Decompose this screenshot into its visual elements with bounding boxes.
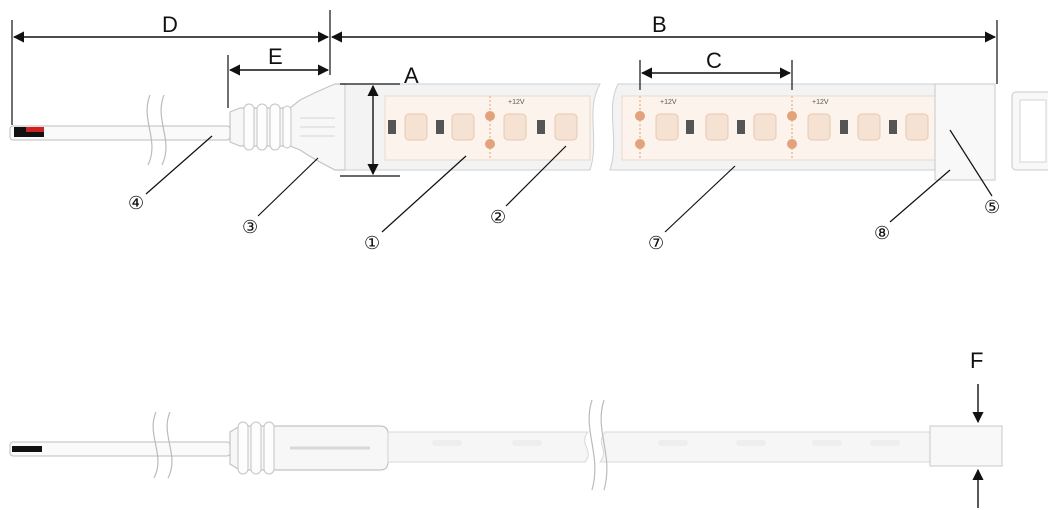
pcb-marking: +12V — [508, 99, 525, 106]
red-wire-end — [26, 127, 44, 132]
resistor — [388, 120, 396, 134]
cable — [9, 94, 231, 166]
pcb-marking: +12V — [812, 99, 829, 106]
callout-1: ① — [364, 233, 380, 254]
callout-2: ② — [490, 207, 506, 228]
strip-side-left — [387, 431, 590, 463]
resistor — [889, 120, 897, 134]
callout-7: ⑦ — [648, 233, 664, 254]
callout-3: ③ — [242, 217, 258, 238]
top-view: +12V +12V +12V — [9, 10, 1048, 254]
black-wire-end-side — [12, 446, 42, 452]
led-chip — [705, 113, 729, 141]
resistor — [686, 120, 694, 134]
cable-break-mark — [152, 411, 159, 479]
led-chip — [503, 113, 527, 141]
dimension-a-label: A — [404, 63, 419, 88]
end-cap-side-view — [929, 425, 1003, 467]
led-chip — [655, 113, 679, 141]
led-chip — [451, 113, 475, 141]
end-cap-side — [1011, 91, 1048, 171]
plug-boot — [229, 83, 346, 171]
black-wire-end — [14, 127, 26, 132]
callout-leaders — [145, 129, 993, 233]
strip-side-right — [598, 431, 931, 463]
resistor — [840, 120, 848, 134]
resistor — [737, 120, 745, 134]
resistor — [436, 120, 444, 134]
cable-break-mark — [146, 94, 153, 166]
led-chip — [404, 113, 428, 141]
resistor — [537, 120, 545, 134]
dimension-e-label: E — [268, 44, 283, 69]
callout-4: ④ — [128, 193, 144, 214]
led-chip — [554, 113, 578, 141]
led-chip — [857, 113, 881, 141]
led-strip-body — [344, 83, 996, 171]
led-chips-left: +12V — [388, 96, 578, 160]
dimension-f-label: F — [970, 348, 983, 373]
dimension-b-label: B — [652, 12, 667, 37]
dimension-c-label: C — [706, 48, 722, 73]
callout-5: ⑤ — [984, 197, 1000, 218]
led-chip — [905, 113, 929, 141]
led-chip — [807, 113, 831, 141]
end-cap — [934, 83, 996, 181]
side-view: F — [9, 348, 1003, 508]
pcb-marking: +12V — [660, 99, 677, 106]
led-chip — [753, 113, 777, 141]
dimension-d-label: D — [162, 12, 178, 37]
strip-break-mark — [588, 399, 596, 491]
callout-8: ⑧ — [874, 223, 890, 244]
led-chips-right: +12V +12V — [635, 96, 929, 160]
dimension-lines — [11, 10, 998, 177]
